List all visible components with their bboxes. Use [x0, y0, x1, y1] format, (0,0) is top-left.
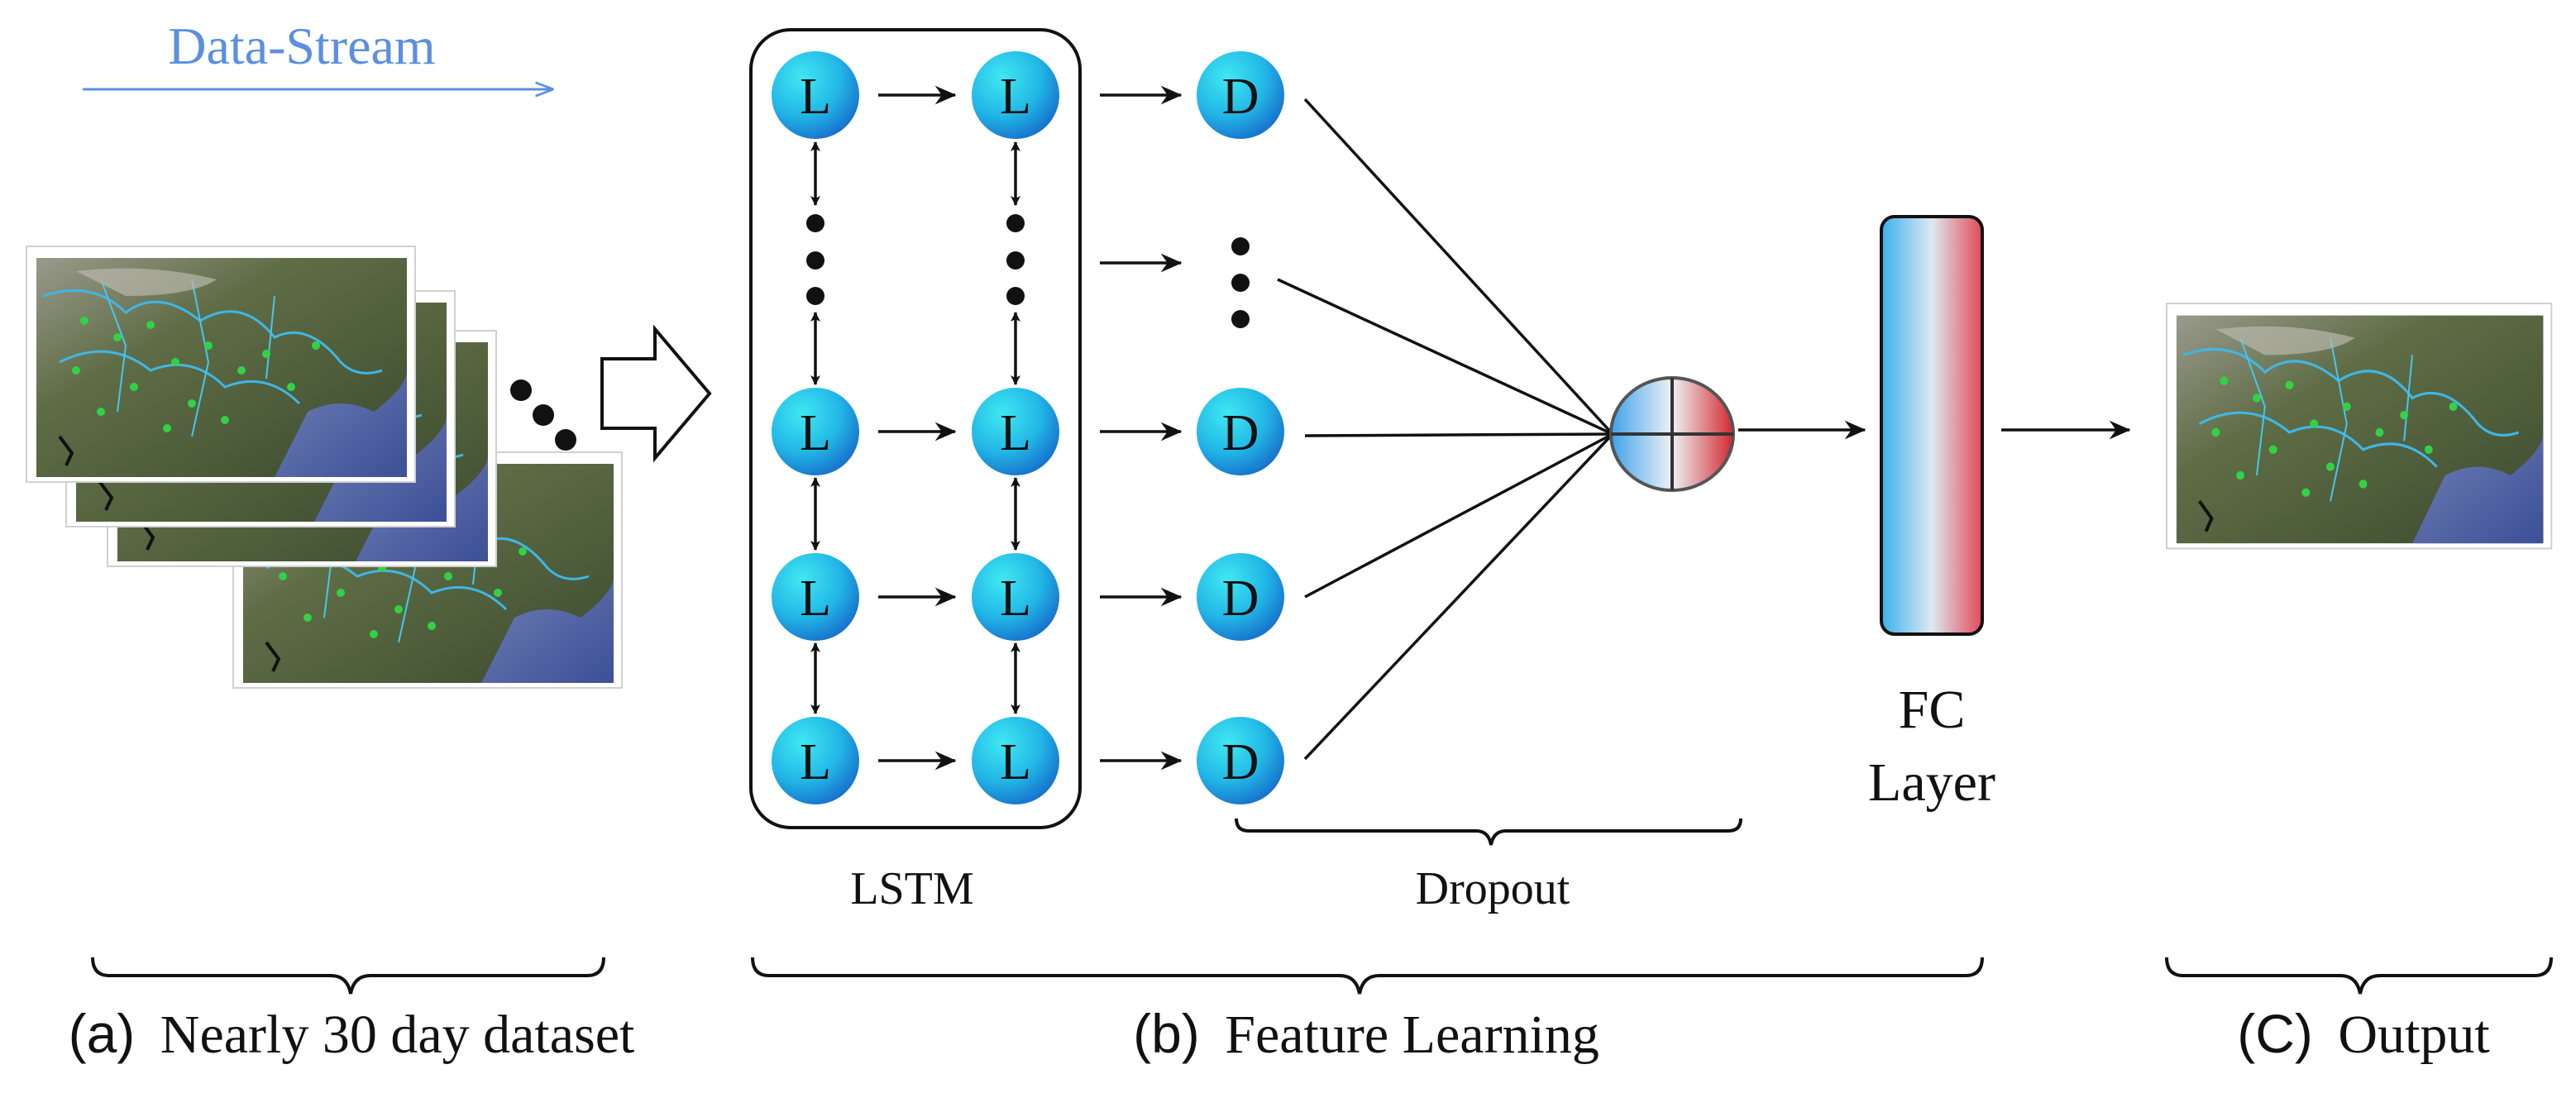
fc-layer-bar	[1880, 215, 1984, 636]
fc-label-line1: FC	[1899, 680, 1966, 740]
dropout-node: D	[1222, 405, 1259, 461]
fc-label-line2: Layer	[1868, 752, 1995, 813]
dropout-label: Dropout	[1416, 863, 1570, 914]
section-c-caption: (C) Output	[2237, 1003, 2489, 1065]
lstm-node: L	[800, 570, 831, 627]
dataset-map-stack	[25, 245, 624, 690]
data-stream-label: Data-Stream	[168, 17, 435, 75]
lstm-block-box	[749, 28, 1082, 829]
dropout-to-sum-lines	[1277, 98, 1614, 761]
dropout-brace	[1235, 818, 1742, 846]
section-a-caption: (a) Nearly 30 day dataset	[69, 1003, 635, 1065]
lstm-node: L	[800, 69, 831, 125]
section-b-caption: (b) Feature Learning	[1133, 1003, 1599, 1065]
horizontal-arrows	[878, 85, 1183, 771]
lstm-vertical-arrows	[810, 141, 1020, 714]
lstm-node: L	[1000, 570, 1031, 627]
lstm-node: L	[1000, 405, 1031, 461]
dropout-node: D	[1222, 734, 1259, 790]
hollow-input-arrow	[600, 324, 712, 463]
output-map	[2167, 303, 2551, 548]
lstm-node: L	[800, 734, 831, 790]
lstm-label: LSTM	[850, 863, 973, 914]
dropout-node: D	[1222, 570, 1259, 627]
lstm-node: L	[1000, 69, 1031, 125]
lstm-node: L	[800, 405, 831, 461]
brace-a	[91, 957, 605, 995]
brace-b	[751, 957, 1984, 995]
dropout-ellipsis-dots	[1231, 237, 1250, 328]
dataset-ellipsis-dots	[510, 379, 576, 451]
lstm-ellipsis-dots	[806, 214, 1025, 305]
sum-node	[1609, 376, 1735, 492]
dropout-nodes: D D D D	[1197, 51, 1284, 804]
dropout-node: D	[1222, 69, 1259, 125]
lstm-node: L	[1000, 734, 1031, 790]
brace-c	[2165, 957, 2553, 995]
lstm-nodes: L L L L L L L L	[772, 51, 1059, 804]
